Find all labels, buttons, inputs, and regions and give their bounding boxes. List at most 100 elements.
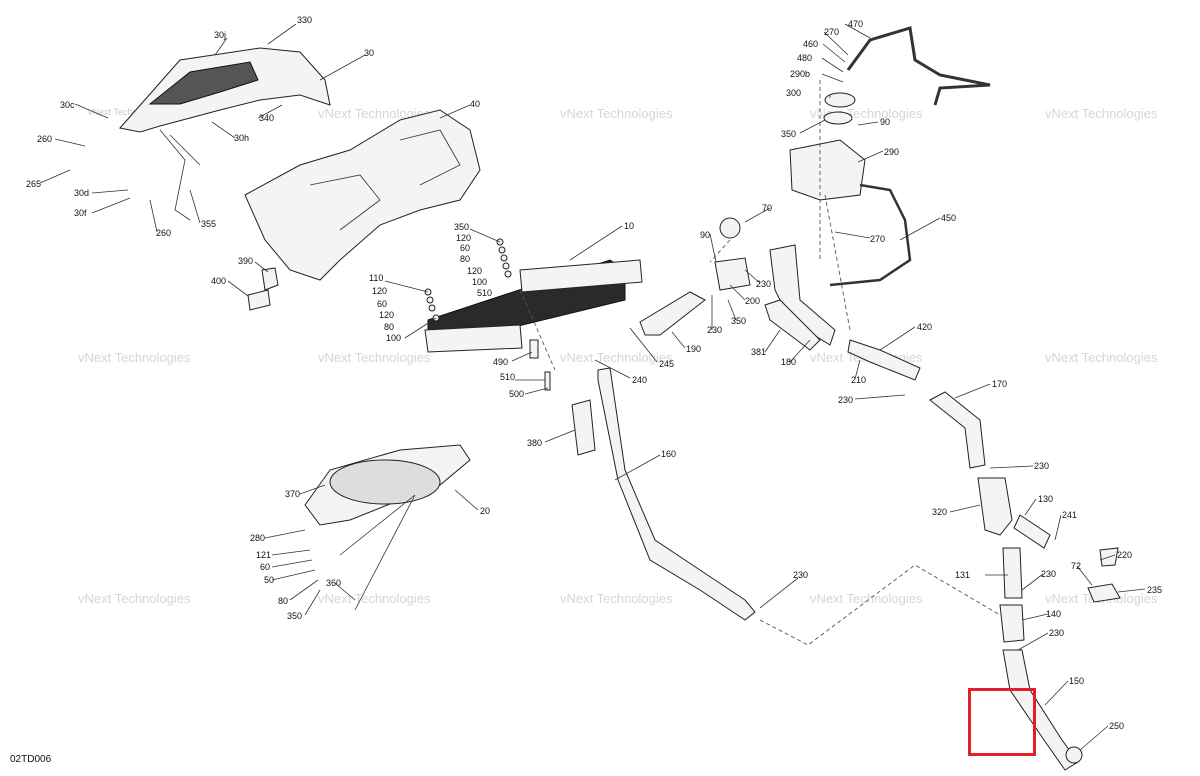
callout-label: 30d [74,188,89,198]
callout-label: 30f [74,208,87,218]
fan-support [339,494,416,611]
hose-131-part [1002,547,1023,599]
sleeve-part [571,399,596,456]
callout-label: 390 [238,256,253,266]
panel-detail [309,174,381,231]
callout-label: 131 [955,570,970,580]
thermostat-320-part [977,477,1013,536]
callout-label: 230 [707,325,722,335]
callout-label: 381 [751,347,766,357]
bracket-235-part [1087,583,1121,603]
callout-label: 230 [838,395,853,405]
dashed-path [709,239,731,263]
filler-neck-part [714,257,751,291]
callout-label: 30h [234,133,249,143]
callout-label: 130 [1038,494,1053,504]
callout-label: 260 [156,228,171,238]
callout-label: 230 [1034,461,1049,471]
callout-label: 510 [477,288,492,298]
callout-label: 70 [762,203,772,213]
coolant-reservoir-part [789,139,866,201]
callout-label: 40 [470,99,480,109]
callout-label: 350 [287,611,302,621]
callout-label: 490 [493,357,508,367]
callout-label: 290 [884,147,899,157]
parts-layer [119,26,1121,771]
callout-label: 480 [797,53,812,63]
callout-label: 30j [214,30,226,40]
reference-code: 02TD006 [10,754,52,765]
callout-label: 30c [60,100,75,110]
callout-label: 355 [201,219,216,229]
callout-label: 241 [1062,510,1077,520]
callout-label: 220 [1117,550,1132,560]
callout-label: 80 [460,254,470,264]
callout-label: 190 [686,344,701,354]
watermark: vNext Technologies [560,106,673,121]
watermark: vNext Technologies [78,591,191,606]
callout-label: 60 [377,299,387,309]
reservoir-cap-part [824,92,856,108]
bracket-leg [169,134,201,166]
hose-170-part [929,391,986,469]
watermark: vNext Technologies [318,106,431,121]
callout-label: 340 [259,113,274,123]
hose-180-part [769,244,836,346]
callout-label: 250 [1109,721,1124,731]
callout-label: 230 [1041,569,1056,579]
hose-160-part [597,367,756,621]
callout-label: 280 [250,533,265,543]
callout-labels: 330 30j 30 30c 340 30h 260 265 30d 30f 2… [26,15,1162,731]
callout-label: 290b [790,69,810,79]
callout-label: 180 [781,357,796,367]
overflow-hose-450-part [829,183,912,287]
watermark: vNext Technologies [78,350,191,365]
vent-hose-470-part [846,26,991,106]
callout-label: 90 [880,117,890,127]
callout-label: 121 [256,550,271,560]
callout-label: 510 [500,372,515,382]
callout-label: 380 [527,438,542,448]
clamp-250-part [1065,746,1083,764]
side-panel-part [244,109,481,281]
callout-label: 110 [369,273,383,283]
callout-label: 120 [467,266,482,276]
fan-blade-area [329,459,441,505]
callout-label: 30 [364,48,374,58]
callout-label: 270 [870,234,885,244]
callout-label: 240 [632,375,647,385]
callout-label: 230 [793,570,808,580]
watermark: vNext Technologies [318,591,431,606]
watermark: vNext Technologies [1045,106,1158,121]
callout-label: 100 [472,277,487,287]
callout-label: 50 [264,575,274,585]
watermark: vNext Technologies [810,591,923,606]
callout-label: 60 [260,562,270,572]
callout-label: 120 [372,286,387,296]
callout-label: 170 [992,379,1007,389]
callout-label: 260 [37,134,52,144]
dashed-path [519,289,556,371]
dashed-path [824,194,851,331]
reservoir-seal-part [823,111,853,125]
callout-label: 460 [803,39,818,49]
radiator-tank [424,324,523,353]
watermark: vNext Technologies [318,350,431,365]
callout-label: 350 [781,129,796,139]
leader-lines [39,23,1146,751]
callout-label: 160 [661,449,676,459]
fastener-stack [424,238,551,391]
watermark: vNext Technologies [88,107,166,117]
callout-label: 120 [456,233,471,243]
callout-label: 235 [1147,585,1162,595]
callout-label: 450 [941,213,956,223]
highlight-box [968,688,1036,756]
callout-label: 90 [700,230,710,240]
callout-label: 470 [848,19,863,29]
hose-130-part [1013,514,1051,549]
callout-label: 400 [211,276,226,286]
hose-190-part [639,291,706,336]
callout-label: 270 [824,27,839,37]
dashed-path [759,564,1001,646]
